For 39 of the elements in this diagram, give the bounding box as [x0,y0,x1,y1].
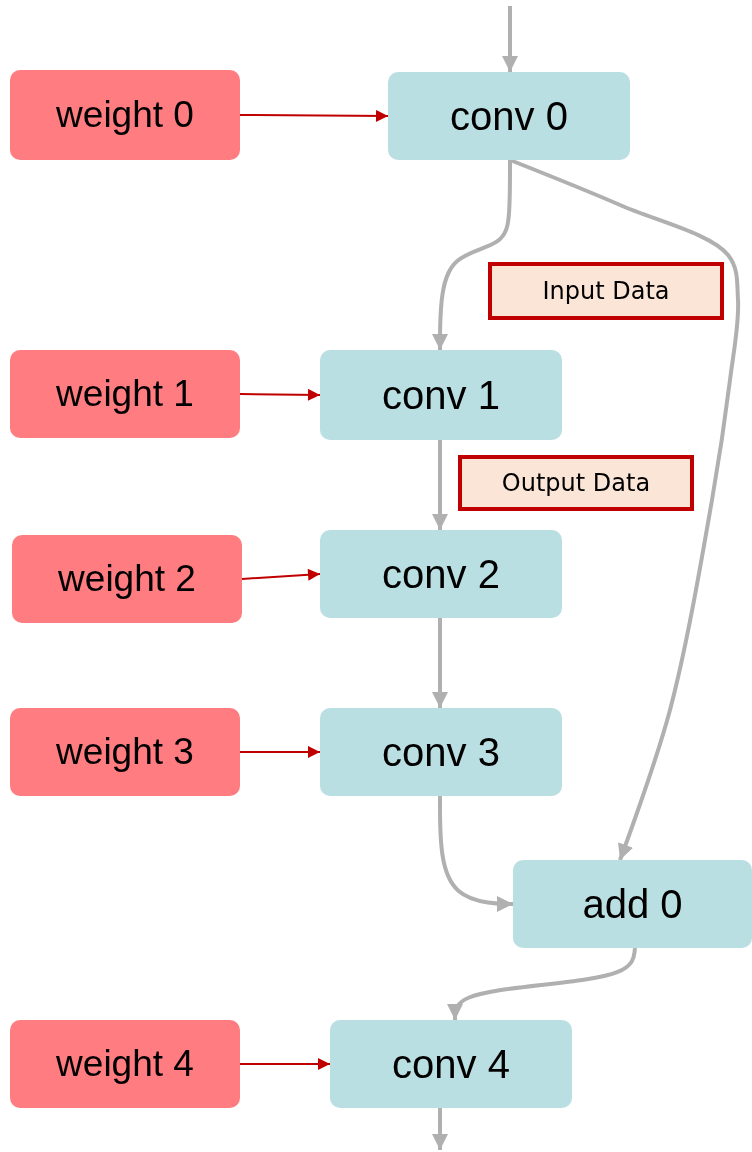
data-tag [488,262,724,320]
arrow [239,746,321,758]
node-label: conv 1 [382,372,500,418]
arrow [502,6,518,72]
weight-box [10,350,240,438]
weight-box [10,1020,240,1108]
arrow [509,158,741,861]
arrow [432,160,512,350]
node-label: weight 3 [56,731,194,773]
node-label: conv 2 [382,551,500,597]
operation-box [320,708,562,796]
node-label: conv 4 [392,1041,510,1087]
node-label: conv 0 [450,93,568,139]
node-label: conv 3 [382,729,500,775]
weight-box [12,535,242,623]
arrow [432,1108,448,1150]
arrow [239,1058,331,1070]
operation-box [320,350,562,440]
operation-box [388,72,630,160]
arrow [239,109,389,122]
arrow [447,947,637,1020]
data-tag [458,455,694,511]
node-label: weight 0 [56,94,194,136]
node-label: weight 4 [56,1043,194,1085]
node-label: Output Data [501,469,651,497]
weight-box [10,70,240,160]
weight-box [10,708,240,796]
operation-box [513,860,752,948]
operation-box [320,530,562,618]
arrow [241,568,321,581]
operation-box [330,1020,572,1108]
node-label: Input Data [542,277,670,305]
node-label: weight 2 [58,558,196,600]
node-label: add 0 [582,881,683,927]
node-label: weight 1 [56,373,194,415]
arrow [432,618,448,708]
arrow [438,796,513,912]
arrow [432,440,448,530]
arrow [239,388,321,401]
